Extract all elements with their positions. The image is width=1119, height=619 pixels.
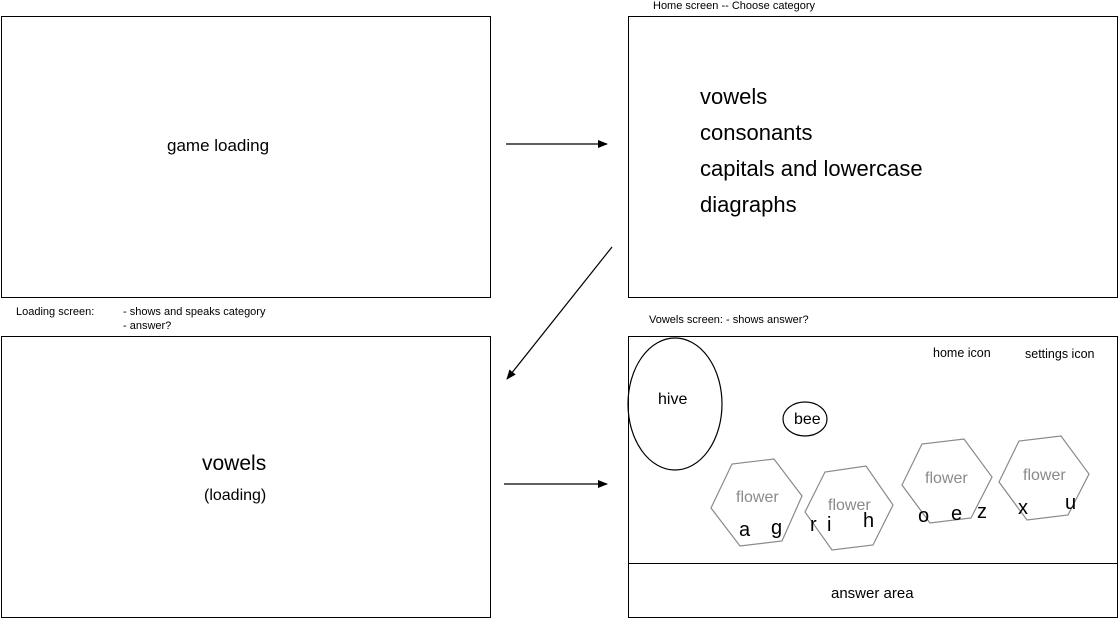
category-diagraphs[interactable]: diagraphs [700, 192, 797, 217]
loading-screen-note-2: - answer? [123, 320, 172, 332]
hive-label: hive [658, 391, 688, 408]
answer-area-label: answer area [831, 585, 914, 602]
flower-label[interactable]: flower [1023, 467, 1066, 484]
flower-label[interactable]: flower [736, 489, 779, 506]
letter-tile[interactable]: h [863, 510, 875, 532]
letter-tile[interactable]: z [977, 501, 987, 523]
bee-label[interactable]: bee [794, 411, 821, 428]
flower-label[interactable]: flower [925, 470, 968, 487]
letter-tile[interactable]: u [1065, 492, 1077, 514]
settings-icon[interactable]: settings icon [1025, 347, 1095, 361]
flower-label[interactable]: flower [828, 497, 871, 514]
flower-hexagon [901, 438, 993, 524]
flower-hexagon [998, 435, 1090, 521]
home-icon[interactable]: home icon [933, 346, 991, 360]
home-screen-caption: Home screen -- Choose category [653, 0, 816, 12]
letter-tile[interactable]: e [951, 503, 963, 525]
hive-shape [627, 337, 723, 471]
letter-tile[interactable]: r [810, 514, 817, 536]
flower-hexagon [710, 458, 803, 547]
letter-tile[interactable]: a [739, 519, 751, 541]
flower-hexagon [804, 465, 894, 551]
category-title: vowels [202, 452, 267, 475]
category-loading-frame [1, 336, 491, 618]
letter-tile[interactable]: i [827, 514, 832, 536]
loading-screen-frame [1, 16, 491, 298]
letter-tile[interactable]: o [918, 505, 930, 527]
loading-screen-note-1: - shows and speaks category [123, 306, 266, 318]
bee-shape [782, 401, 828, 437]
category-consonants[interactable]: consonants [700, 120, 813, 145]
arrow-home-to-category-loading [506, 246, 613, 380]
letter-tile[interactable]: g [771, 517, 783, 539]
loading-screen-caption-title: Loading screen: [16, 306, 95, 318]
category-capitals-lowercase[interactable]: capitals and lowercase [700, 156, 923, 181]
vowels-screen-caption: Vowels screen: - shows answer? [649, 314, 809, 326]
letter-tile[interactable]: x [1018, 497, 1028, 519]
home-screen-frame [628, 16, 1118, 298]
game-loading-text: game loading [167, 136, 270, 155]
loading-status: (loading) [204, 487, 267, 504]
answer-area[interactable] [628, 563, 1118, 618]
category-vowels[interactable]: vowels [700, 84, 768, 109]
